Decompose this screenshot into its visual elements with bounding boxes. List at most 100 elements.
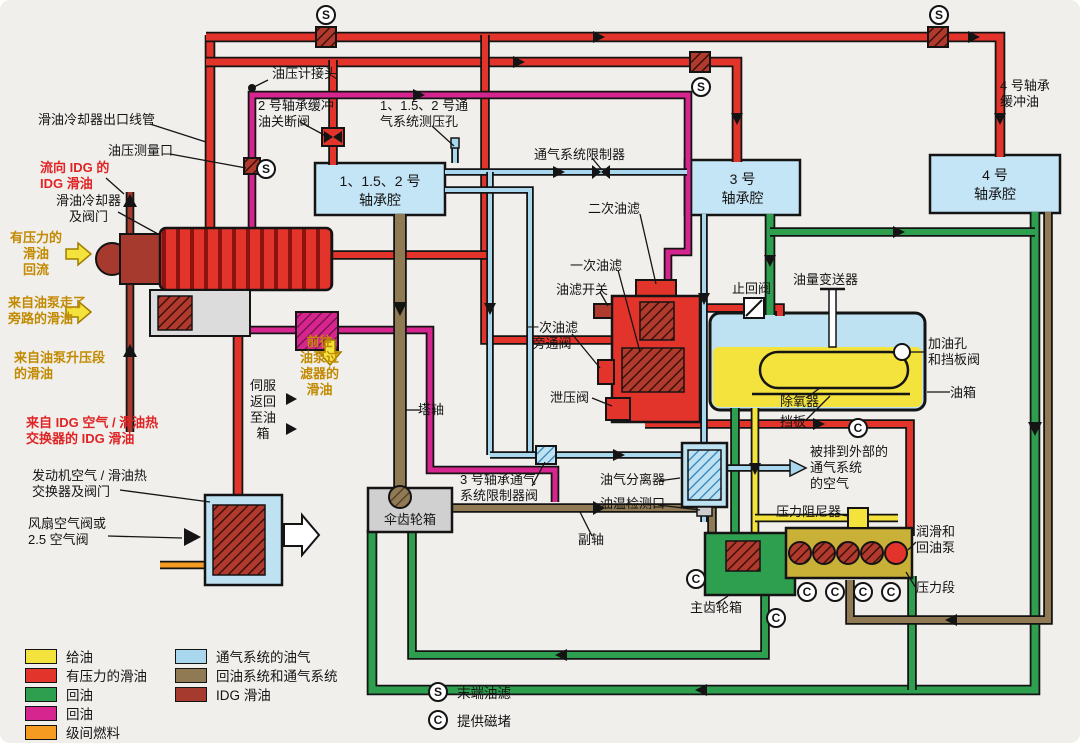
bypass-valve [597,359,615,385]
legend-label: 级间燃料 [66,726,120,741]
magnetic-plug-symbol: C [686,569,706,589]
label-oil-qty-transmitter: 油量变送器 [793,272,859,287]
legend-label: 通气系统的油气 [216,650,311,665]
legend-swatch [25,724,57,740]
legend-item: 给油 [25,646,93,666]
label-idg-oil-to-idg: 流向 IDG 的 IDG 滑油 [40,160,110,191]
last-chance-filter [927,26,949,48]
legend-item: 有压力的滑油 [25,665,147,685]
pump-element [860,541,884,565]
air-out-arrow [283,512,321,558]
secondary-filter-element [639,301,675,341]
leader-lines [105,79,950,605]
cooler-end-cap [119,233,163,285]
label-primary-filter: 一次油滤 [570,258,623,273]
pipe-scavenge-bottom-1 [409,532,768,658]
flow-arrows [123,31,1042,696]
main-gearbox [703,531,797,597]
label-tower-shaft: 塔轴 [418,402,445,417]
oil-filter-assembly [593,279,702,424]
label-oil-temp-port: 油温检测口 [600,496,666,511]
vent-restrictor-symbol [592,165,601,179]
legend-label: 回油 [66,688,93,703]
label-idg-oil-from-hx: 来自 IDG 空气 / 滑油热 交换器的 IDG 滑油 [26,415,159,446]
label-pump-boost-oil: 来自油泵升压段 的滑油 [14,350,106,381]
legend-label: 回油系统和通气系统 [216,669,338,684]
label-bearing-compartment-4: 4 号 轴承腔 [974,167,1016,202]
label-oil-tank: 油箱 [950,385,977,400]
legend-item: 通气系统的油气 [175,646,311,666]
magnetic-plug-symbol: C [825,582,845,602]
legend-swatch [175,648,207,664]
legend-item: IDG 滑油 [175,684,271,704]
legend-swatch [25,667,57,683]
label-no2-buffer-shutoff: 2 号轴承缓冲 油关断阀 [258,98,334,129]
label-filter-switch: 油滤开关 [556,282,609,297]
label-fill-port-flapper: 加油孔 和挡板阀 [928,336,981,367]
legend-label: IDG 滑油 [216,688,271,703]
label-baffle: 挡板 [780,414,807,429]
legend-swatch [175,667,207,683]
label-bevel-gearbox: 伞齿轮箱 [383,512,436,527]
oil-temp-port [696,506,713,517]
label-no3-vent-restrictor-valve: 3 号轴承通气 系统限制器阀 [460,472,539,503]
label-check-valve: 止回阀 [732,281,772,296]
cooler-core [158,226,334,292]
label-oil-cooler-valves: 滑油冷却器 及阀门 [56,193,122,224]
pipe-supply-top-2 [206,58,741,162]
legend-item: 回油 [25,703,93,723]
label-main-gearbox: 主齿轮箱 [690,600,743,615]
label-pressurized-oil-return: 有压力的 滑油 回流 [10,230,63,277]
legend-swatch [25,705,57,721]
label-bearing-compartment-1: 1、1.5、2 号 轴承腔 [339,173,421,208]
label-vent-restrictor: 通气系统限制器 [534,147,626,162]
pump-element [836,541,860,565]
legend-label: 有压力的滑油 [66,669,147,684]
label-layshaft: 副轴 [578,532,605,547]
bearing-compartment-3-box [683,158,802,217]
oil-tank-internals [752,287,911,396]
legend-swatch [175,686,207,702]
label-vent-air-overboard: 被排到外部的 通气系统 的空气 [810,444,889,491]
lube-scavenge-pumps [784,526,914,580]
pipe-supply-mid-drop [482,35,614,343]
magnetic-plug-symbol: C [881,582,901,602]
overboard-air-arrow [789,458,808,478]
pump-element [788,541,812,565]
check-valve [743,297,765,319]
label-pressure-damper: 压力阻尼器 [776,504,842,519]
filter-switch [593,303,613,319]
last-chance-filter [315,26,337,48]
legend-label: 提供磁堵 [457,714,511,729]
annotation-arrows [65,241,343,367]
legend-item: 回油系统和通气系统 [175,665,338,685]
label-oil-pressure-port: 油压测量口 [108,143,174,158]
oil-quantity-transmitter [828,288,837,348]
vent-pressure-tap-port [450,137,460,149]
deaerator [758,350,910,390]
legend-swatch [25,648,57,664]
magnetic-plug-symbol: C [853,582,873,602]
engine-heat-exchanger [203,493,321,587]
bearing-compartment-1-box [313,161,447,217]
primary-filter-element [621,347,685,393]
end-filter-symbol: S [691,77,711,97]
label-no4-buffer-oil: 4 号轴承 缓冲油 [1000,78,1050,109]
label-primary-filter-bypass: 一次油滤 旁通阀 [526,320,579,351]
label-bypassed-pump-oil: 来自油泵走了 旁路的滑油 [8,295,87,326]
pipe-vent-drop-2 [445,188,532,455]
legend-label: 末端油滤 [457,686,511,701]
magnetic-plug-symbol: C [848,418,868,438]
legend-label: 给油 [66,650,93,665]
label-oil-pressure-gauge-connector: 油压计接头 [272,66,338,81]
gauge-connector-dot [248,84,256,92]
fill-port [893,343,911,361]
label-bearing-compartment-3: 3 号 轴承腔 [721,171,764,206]
label-pressure-stage: 压力段 [916,580,956,595]
magnetic-plug-symbol: C [428,710,448,730]
magnetic-plug-symbol: C [766,608,786,628]
legend-symbol-item: C 提供磁堵 [428,710,511,730]
